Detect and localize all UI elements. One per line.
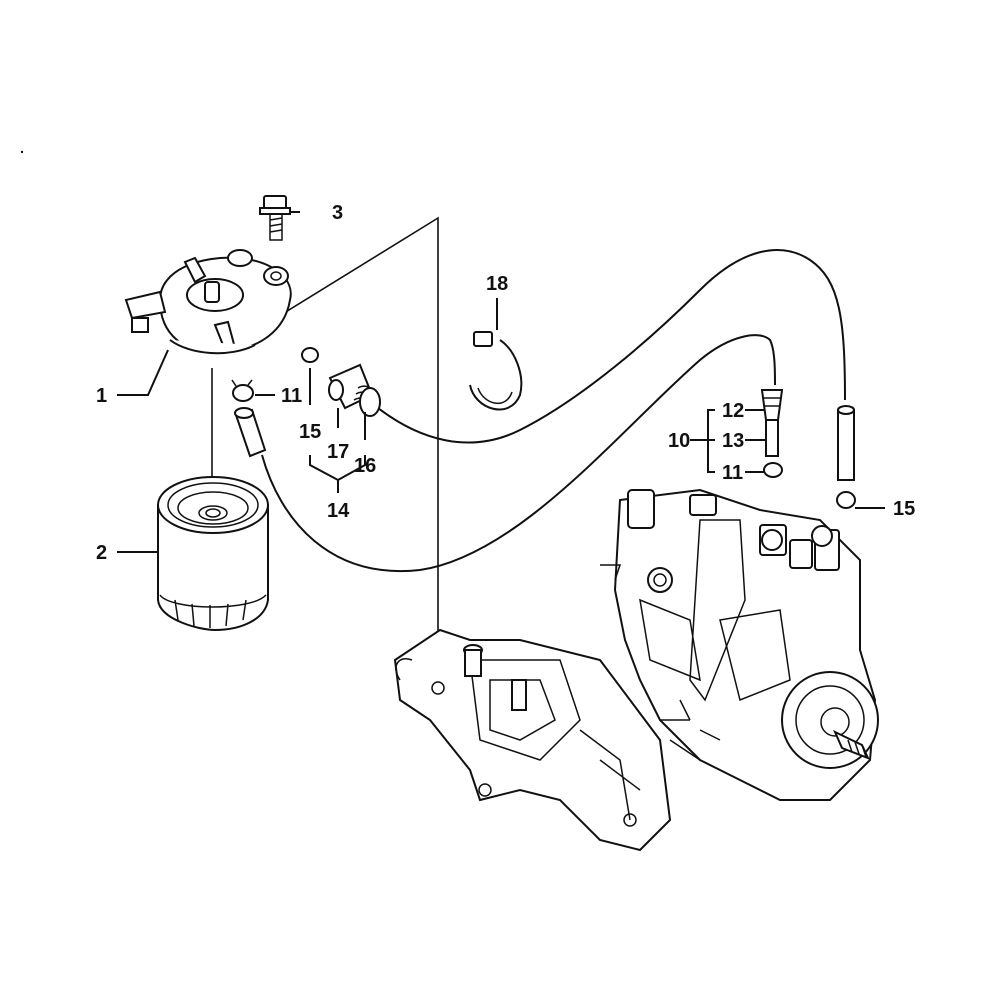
filter-cartridge	[157, 476, 269, 632]
clip-and-spring	[301, 347, 381, 417]
stray-dot	[20, 150, 24, 154]
filter-head	[124, 249, 292, 355]
callout-11-right: 11	[722, 462, 743, 484]
hose-clamp-left	[231, 379, 254, 402]
bolt	[259, 195, 291, 241]
callout-15-left: 15	[299, 421, 321, 443]
callout-1: 1	[96, 385, 107, 407]
fuel-supply-line	[261, 334, 776, 573]
bracket	[393, 628, 672, 852]
short-hose	[234, 407, 267, 458]
pump-fittings	[760, 389, 856, 509]
callout-2: 2	[96, 542, 107, 564]
injection-pump	[600, 488, 879, 801]
callout-15-right: 15	[893, 498, 915, 520]
callout-leaders	[117, 211, 885, 553]
callout-17: 17	[327, 441, 349, 463]
callout-10: 10	[668, 430, 690, 452]
callout-13: 13	[722, 430, 744, 452]
callout-16: 16	[354, 455, 376, 477]
callout-11-left: 11	[281, 385, 302, 407]
band-clamp	[469, 331, 523, 411]
callout-18: 18	[486, 273, 508, 295]
callout-3: 3	[332, 202, 343, 224]
callout-12: 12	[722, 400, 744, 422]
fuel-return-line	[377, 249, 846, 444]
callout-14: 14	[327, 500, 350, 522]
